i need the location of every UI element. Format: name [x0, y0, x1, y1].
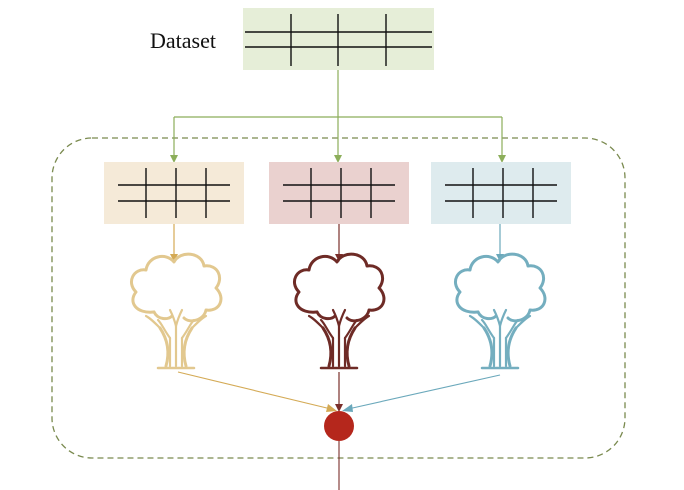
bootstrap-sample-2	[269, 162, 409, 224]
arrowhead-icon	[498, 155, 506, 163]
dataset-label: Dataset	[150, 28, 216, 53]
tree-icon	[130, 252, 223, 370]
tree-icon	[454, 252, 547, 370]
aggregation-node	[324, 411, 354, 441]
tree-to-vote-arrow-3	[342, 374, 501, 412]
arrowhead-icon	[170, 155, 178, 163]
bootstrap-sample-3	[431, 162, 571, 224]
bootstrap-sample-1	[104, 162, 244, 224]
tree-to-vote-arrow-2	[335, 372, 343, 412]
tree-icon	[293, 252, 386, 370]
sample-to-tree-arrow-1	[170, 224, 178, 262]
dataset-table	[243, 8, 434, 70]
dataset-split-arrows	[173, 70, 503, 156]
tree-to-vote-arrow-1	[177, 371, 337, 412]
arrowhead-icon	[334, 155, 342, 163]
